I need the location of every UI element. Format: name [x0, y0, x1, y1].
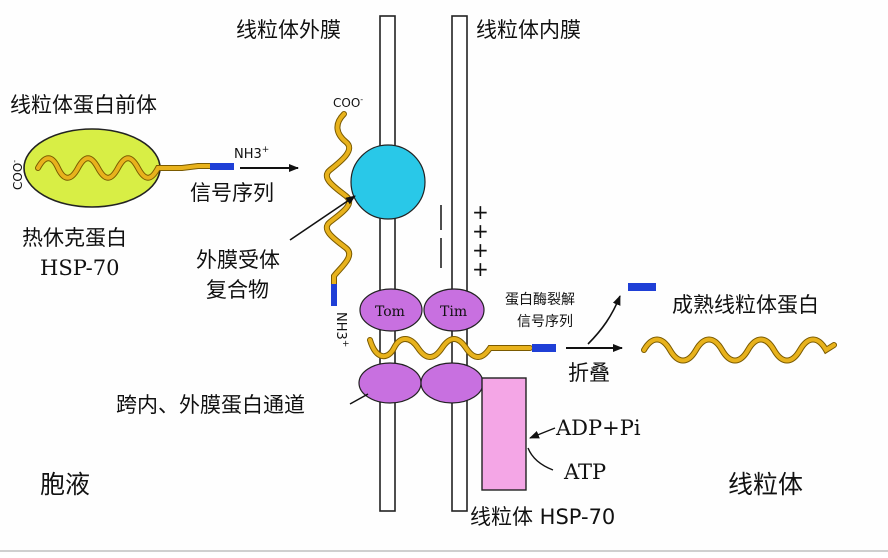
mito-hsp70-block [481, 377, 527, 491]
outer-membrane-receptor [350, 144, 426, 220]
cleavage-arrow [587, 295, 621, 345]
signal-sequence-label: 信号序列 [190, 181, 274, 205]
nh3-top-label: NH3+ [234, 145, 269, 162]
chaperone-name-label: HSP-70 [40, 256, 120, 280]
outer-channel-protein [358, 362, 422, 404]
outer-membrane-label: 线粒体外膜 [236, 18, 341, 42]
tim-label: Tim [440, 304, 467, 320]
mito-hsp70-label: 线粒体 HSP-70 [470, 505, 615, 529]
chaperone-label: 热休克蛋白 [22, 226, 127, 250]
inner-channel-protein [420, 362, 484, 404]
svg-text:+: + [472, 257, 489, 281]
atp-arrow [527, 447, 554, 471]
folding-label: 折叠 [568, 361, 610, 385]
inner-membrane [451, 15, 468, 512]
precursor-label: 线粒体蛋白前体 [10, 93, 157, 117]
tom-label: Tom [375, 304, 405, 320]
peptidase-label: 蛋白酶裂解 [505, 292, 575, 308]
atp-label: ATP [563, 460, 606, 484]
receptor-signal-sequence [331, 284, 337, 306]
svg-text:+: + [472, 200, 489, 224]
coo-top-label: COO- [333, 95, 363, 110]
receptor-pointer [289, 195, 356, 241]
nh3-side-label: NH3+ [333, 312, 350, 347]
tom-complex [359, 288, 423, 332]
peptidase-label-line2: 信号序列 [517, 314, 573, 330]
mitochondrion-label: 线粒体 [728, 470, 803, 499]
adp-arrow [529, 427, 556, 439]
cleaved-signal-on-chain [532, 344, 556, 352]
mature-protein-label: 成熟线粒体蛋白 [672, 293, 819, 317]
channel-label: 跨内、外膜蛋白通道 [116, 393, 305, 417]
coo-left-label: COO- [10, 160, 25, 190]
membrane-potential-plus: + + + + [472, 200, 489, 281]
svg-text:+: + [472, 238, 489, 262]
precursor-signal-sequence [210, 163, 234, 170]
svg-text:+: + [472, 219, 489, 243]
tim-complex [423, 288, 485, 332]
released-signal-sequence [628, 283, 656, 291]
cytosol-label: 胞液 [40, 470, 90, 499]
receptor-label-line2: 复合物 [206, 278, 269, 302]
outer-membrane [379, 15, 396, 512]
adp-pi-label: ADP+Pi [555, 416, 641, 440]
receptor-label: 外膜受体 [196, 248, 280, 272]
channel-pointer [349, 393, 369, 405]
inner-membrane-label: 线粒体内膜 [476, 18, 581, 42]
